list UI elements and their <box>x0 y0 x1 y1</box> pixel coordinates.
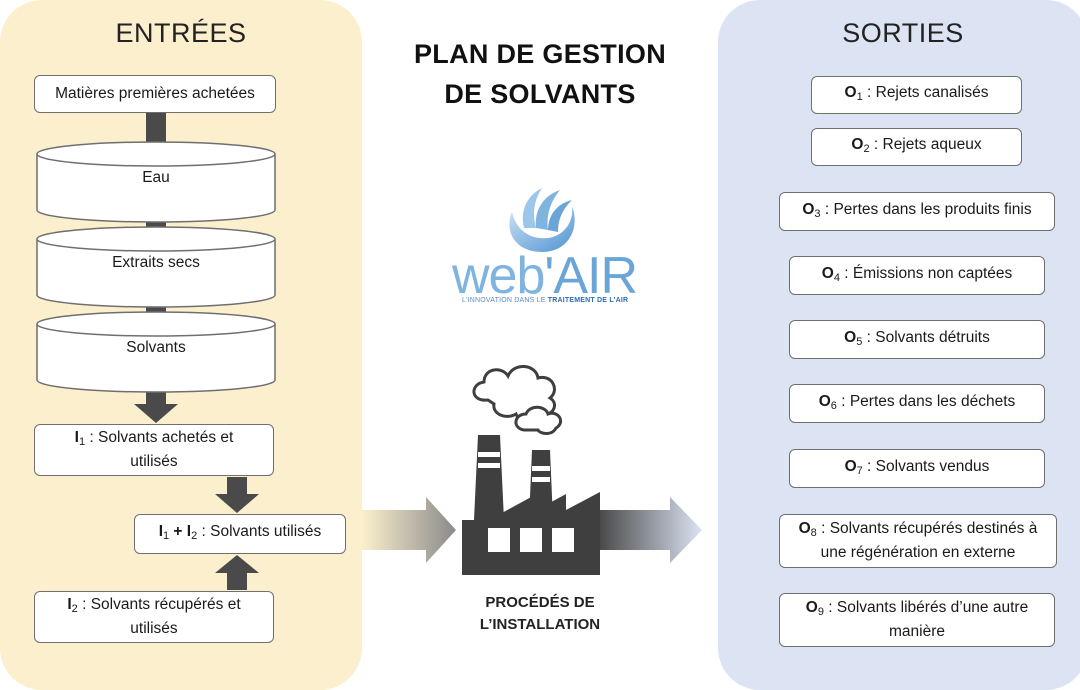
purchased-materials-label: Matières premières achetées <box>55 85 255 102</box>
cylinder-eau-label: Eau <box>142 169 170 186</box>
output-o1-sub: 1 <box>856 91 863 103</box>
arrow-down-to-i1 <box>134 388 178 423</box>
factory-icon <box>462 365 600 575</box>
process-caption-line-2: L’INSTALLATION <box>479 616 601 633</box>
logo-wordmark: web'AIR <box>452 247 638 305</box>
sum-text: I1 + I2 : Solvants utilisés <box>159 522 322 546</box>
logo-tag-a: L'INNOVATION DANS LE <box>462 297 548 304</box>
output-o2-label: : Rejets aqueux <box>869 136 982 153</box>
arrow-down-to-sum <box>215 477 259 513</box>
output-o3-sub: 3 <box>814 207 821 220</box>
output-o8-label: : Solvants récupérés destinés à une régé… <box>816 520 1038 561</box>
output-o3-code: O <box>802 200 815 218</box>
arrow-up-to-sum <box>215 555 259 590</box>
sum-label: : Solvants utilisés <box>197 523 322 540</box>
sum-plus: + I <box>169 523 192 540</box>
i2-box: I2 : Solvants récupérés et utilisés <box>34 591 274 643</box>
output-o8-code: O <box>798 520 811 537</box>
output-o6-text: O6 : Pertes dans les déchets <box>819 392 1016 416</box>
output-o4-sub: 4 <box>833 271 840 284</box>
output-o9-code: O <box>805 599 818 616</box>
output-o5-box: O5 : Solvants détruits <box>789 320 1045 359</box>
i1-sub: 1 <box>78 436 86 448</box>
process-caption: PROCÉDÉS DE L’INSTALLATION <box>450 592 630 636</box>
logo-word-air: 'AIR <box>544 247 638 305</box>
i1-box: I1 : Solvants achetés et utilisés <box>34 424 274 476</box>
output-o2-sub: 2 <box>863 143 870 155</box>
output-o2-code: O <box>851 136 864 153</box>
process-caption-line-1: PROCÉDÉS DE <box>485 594 595 611</box>
output-o7-box: O7 : Solvants vendus <box>789 449 1045 488</box>
cylinder-extraits-secs: Extraits secs <box>36 225 276 308</box>
output-o4-label: : Émissions non captées <box>839 264 1013 282</box>
sorties-title: SORTIES <box>842 18 964 48</box>
output-o2-text: O2 : Rejets aqueux <box>851 135 981 159</box>
web-air-logo-icon <box>509 188 575 252</box>
cylinder-shape <box>36 226 276 308</box>
cylinder-solvants-label: Solvants <box>126 339 186 356</box>
output-o7-sub: 7 <box>856 464 863 477</box>
output-o5-label: : Solvants détruits <box>862 328 990 346</box>
output-o5-code: O <box>844 328 857 346</box>
output-o8-text: O8 : Solvants récupérés destinés à une r… <box>788 519 1048 563</box>
output-o6-code: O <box>818 392 831 410</box>
output-o1-label: : Rejets canalisés <box>862 84 989 101</box>
output-flow-arrow <box>600 497 702 563</box>
input-flow-arrow <box>362 497 456 563</box>
cylinder-shape <box>36 311 276 393</box>
output-o7-code: O <box>844 457 857 475</box>
title-line-2: DE SOLVANTS <box>444 79 636 109</box>
page-title: PLAN DE GESTION DE SOLVANTS <box>390 34 690 114</box>
output-o9-label: : Solvants libérés d’une autre manière <box>823 599 1029 640</box>
output-o3-box: O3 : Pertes dans les produits finis <box>779 192 1055 231</box>
i1-label: : Solvants achetés et utilisés <box>85 429 234 470</box>
logo-word-web: web <box>452 247 545 305</box>
output-o9-sub: 9 <box>817 606 824 618</box>
output-o8-sub: 8 <box>810 527 817 539</box>
i2-label: : Solvants récupérés et utilisés <box>77 596 241 637</box>
sum-i2-sub: 2 <box>191 530 198 542</box>
cylinder-shape <box>36 141 276 223</box>
logo-tagline: L'INNOVATION DANS LE TRAITEMENT DE L'AIR <box>462 297 628 304</box>
output-o1-text: O1 : Rejets canalisés <box>845 83 989 107</box>
i1-code: I <box>74 429 79 446</box>
output-o7-text: O7 : Solvants vendus <box>845 457 990 481</box>
output-o9-box: O9 : Solvants libérés d’une autre manièr… <box>779 593 1055 647</box>
cylinder-solvants: Solvants <box>36 310 276 393</box>
output-o1-box: O1 : Rejets canalisés <box>811 76 1022 114</box>
output-o4-box: O4 : Émissions non captées <box>789 256 1045 295</box>
entrees-title: ENTRÉES <box>115 18 247 48</box>
sum-box: I1 + I2 : Solvants utilisés <box>134 514 346 554</box>
sum-i1-sub: 1 <box>163 530 170 542</box>
purchased-materials-box: Matières premières achetées <box>34 75 276 113</box>
output-o1-code: O <box>844 84 857 101</box>
output-o3-label: : Pertes dans les produits finis <box>820 200 1032 218</box>
output-o5-sub: 5 <box>856 335 863 348</box>
output-o9-text: O9 : Solvants libérés d’une autre manièr… <box>794 598 1040 642</box>
output-o4-code: O <box>821 264 834 282</box>
i1-text: I1 : Solvants achetés et utilisés <box>57 428 251 472</box>
i2-code: I <box>67 596 72 613</box>
output-o2-box: O2 : Rejets aqueux <box>811 128 1022 166</box>
output-o5-text: O5 : Solvants détruits <box>844 328 990 352</box>
output-o4-text: O4 : Émissions non captées <box>822 264 1013 288</box>
output-o6-sub: 6 <box>830 399 837 412</box>
cylinder-eau: Eau <box>36 140 276 223</box>
output-o6-label: : Pertes dans les déchets <box>836 392 1016 410</box>
output-o6-box: O6 : Pertes dans les déchets <box>789 384 1045 423</box>
cylinder-extraits-secs-label: Extraits secs <box>112 254 200 271</box>
title-line-1: PLAN DE GESTION <box>413 39 667 69</box>
i2-sub: 2 <box>71 603 78 615</box>
i2-text: I2 : Solvants récupérés et utilisés <box>57 595 251 639</box>
logo-tag-b: TRAITEMENT DE L'AIR <box>547 297 629 304</box>
sum-i1: I <box>158 523 163 540</box>
output-o7-label: : Solvants vendus <box>862 457 990 475</box>
output-o3-text: O3 : Pertes dans les produits finis <box>802 200 1031 224</box>
output-o8-box: O8 : Solvants récupérés destinés à une r… <box>779 514 1057 568</box>
